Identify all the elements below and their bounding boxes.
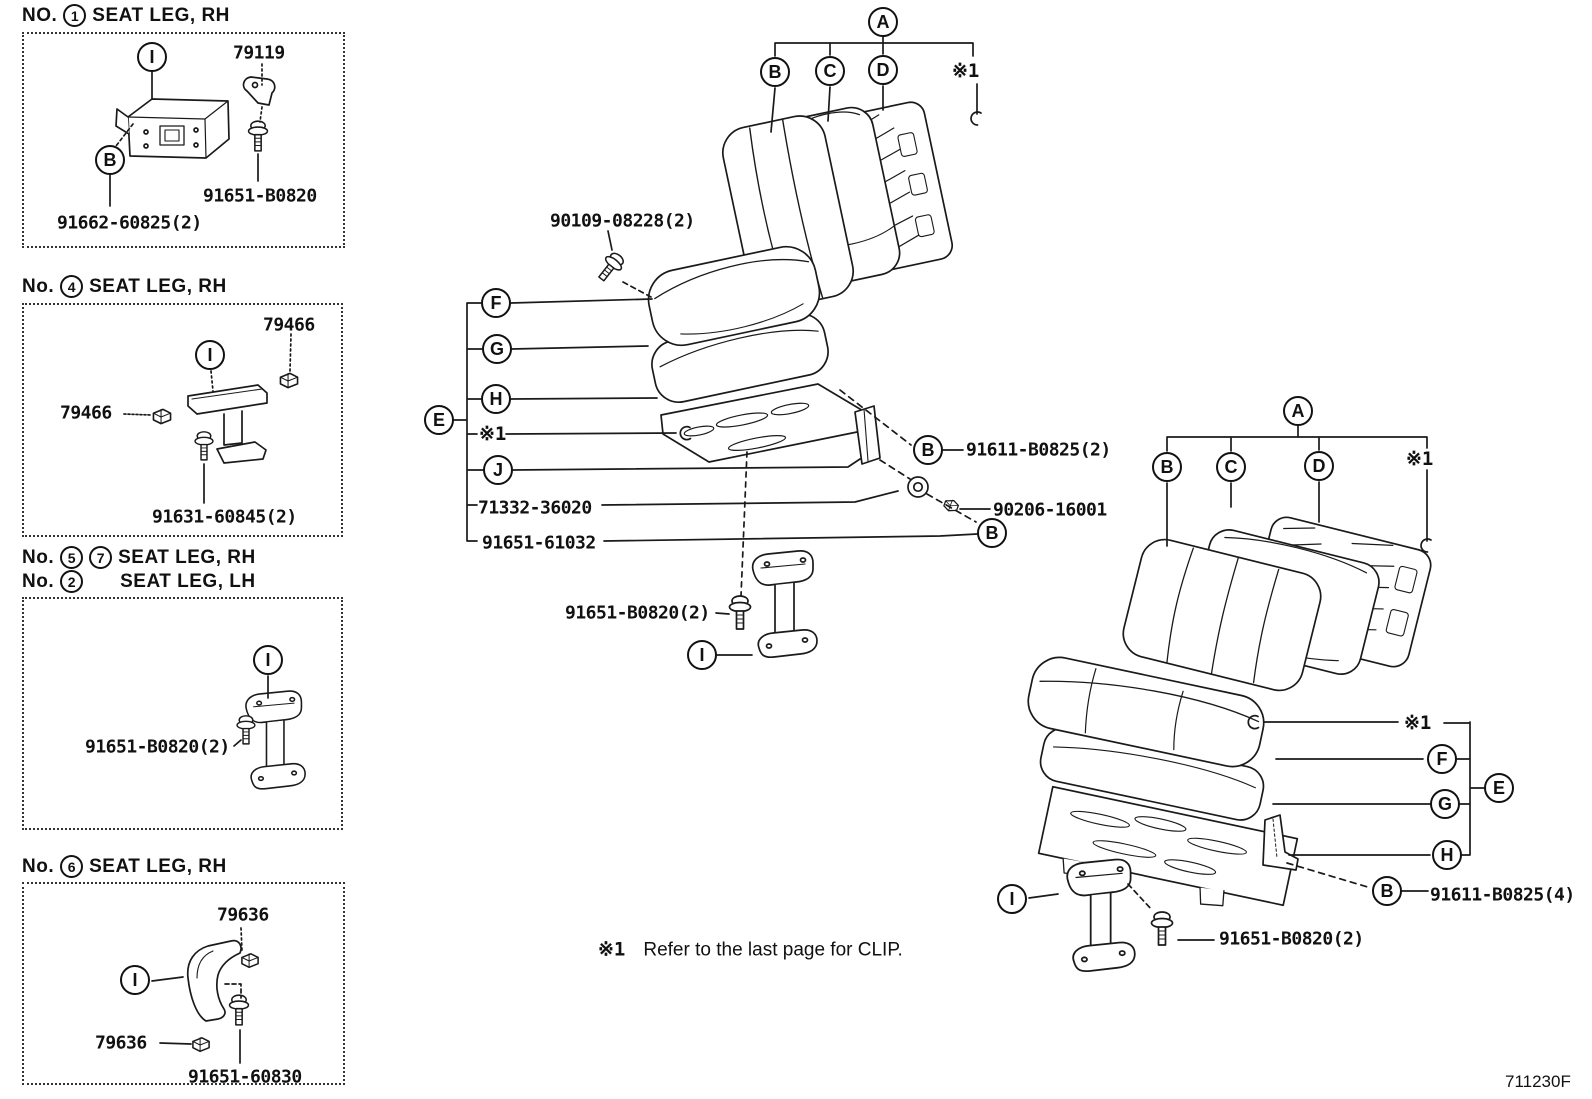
- part-number-label: 91611-B0825(4): [1430, 884, 1575, 906]
- panel-2-number-badge: 4: [60, 275, 84, 298]
- panel-1-title: SEAT LEG, RH: [92, 4, 230, 26]
- part-number-label: 71332-36020: [478, 497, 592, 519]
- ref-circle-d: D: [868, 55, 898, 85]
- ref-circle-j: J: [483, 455, 513, 485]
- ref-circle-f: F: [1427, 744, 1457, 774]
- ref-circle-i: I: [687, 640, 717, 670]
- panel-4-title: SEAT LEG, RH: [89, 855, 227, 877]
- panel-3-title-rh: SEAT LEG, RH: [118, 546, 256, 568]
- part-number-label: 79636: [217, 904, 269, 926]
- ref-circle-h: H: [481, 384, 511, 414]
- part-number-label: 79466: [60, 402, 112, 424]
- panel-2-no: No.: [22, 275, 55, 297]
- ref-circle-b: B: [1152, 452, 1182, 482]
- heading-spacer: [89, 581, 114, 582]
- footnote-text: Refer to the last page for CLIP.: [643, 939, 903, 961]
- ref-circle-b: B: [760, 57, 790, 87]
- panel-3-title-lh: SEAT LEG, LH: [120, 570, 256, 592]
- ref-circle-i: I: [253, 645, 283, 675]
- clip-ref-marker: ※1: [1404, 712, 1432, 734]
- ref-circle-g: G: [482, 334, 512, 364]
- panel-2-title: SEAT LEG, RH: [89, 275, 227, 297]
- part-number-label: 91651-B0820: [203, 185, 317, 207]
- ref-circle-h: H: [1432, 840, 1462, 870]
- ref-circle-i: I: [137, 42, 167, 72]
- ref-circle-c: C: [1216, 452, 1246, 482]
- ref-circle-b: B: [1372, 876, 1402, 906]
- ref-circle-f: F: [481, 288, 511, 318]
- footnote-marker: ※1: [598, 938, 626, 961]
- part-number-label: 91651-61032: [482, 532, 596, 554]
- ref-circle-c: C: [815, 56, 845, 86]
- part-number-label: 91651-B0820(2): [565, 602, 710, 624]
- panel-4-heading: No. 6 SEAT LEG, RH: [22, 855, 227, 878]
- panel-2-heading: No. 4 SEAT LEG, RH: [22, 275, 227, 298]
- ref-circle-g: G: [1430, 789, 1460, 819]
- part-number-label: 79636: [95, 1032, 147, 1054]
- clip-ref-marker: ※1: [479, 423, 507, 445]
- part-number-label: 79466: [263, 314, 315, 336]
- panel-4-box: [22, 882, 345, 1085]
- panel-1-heading: NO. 1 SEAT LEG, RH: [22, 4, 230, 27]
- panel-3-no2: No.: [22, 570, 55, 592]
- ref-circle-a: A: [868, 7, 898, 37]
- ref-circle-e: E: [424, 405, 454, 435]
- figure-code: 711230F: [1505, 1072, 1571, 1091]
- part-number-label: 91651-B0820(2): [1219, 928, 1364, 950]
- part-number-label: 91631-60845(2): [152, 506, 297, 528]
- ref-circle-b: B: [977, 518, 1007, 548]
- ref-circle-b: B: [913, 435, 943, 465]
- part-number-label: 79119: [233, 42, 285, 64]
- panel-3-no1: No.: [22, 546, 55, 568]
- panel-3-heading-line2: No. 2 SEAT LEG, LH: [22, 570, 256, 593]
- panel-1-no: NO.: [22, 4, 58, 26]
- ref-circle-b: B: [95, 145, 125, 175]
- panel-3-number-badge-2: 2: [60, 570, 84, 593]
- panel-4-no: No.: [22, 855, 55, 877]
- part-number-label: 91651-60830: [188, 1066, 302, 1088]
- panel-3-box: [22, 597, 343, 830]
- ref-circle-i: I: [195, 340, 225, 370]
- panel-3-number-badge-7: 7: [89, 546, 113, 569]
- part-number-label: 90206-16001: [993, 499, 1107, 521]
- panel-4-number-badge: 6: [60, 855, 84, 878]
- ref-circle-e: E: [1484, 773, 1514, 803]
- ref-circle-i: I: [120, 965, 150, 995]
- clip-ref-marker: ※1: [1406, 448, 1434, 470]
- panel-3-heading-line1: No. 5 7 SEAT LEG, RH: [22, 546, 256, 569]
- panel-3-number-badge-5: 5: [60, 546, 84, 569]
- part-number-label: 91611-B0825(2): [966, 439, 1111, 461]
- clip-footnote: ※1 Refer to the last page for CLIP.: [598, 939, 903, 962]
- part-number-label: 90109-08228(2): [550, 210, 695, 232]
- panel-1-number-badge: 1: [63, 4, 87, 27]
- ref-circle-d: D: [1304, 451, 1334, 481]
- ref-circle-a: A: [1283, 396, 1313, 426]
- ref-circle-i: I: [997, 884, 1027, 914]
- panel-1-box: [22, 32, 345, 248]
- part-number-label: 91662-60825(2): [57, 212, 202, 234]
- part-number-label: 91651-B0820(2): [85, 736, 230, 758]
- clip-ref-marker: ※1: [952, 60, 980, 82]
- panel-2-box: [22, 303, 343, 537]
